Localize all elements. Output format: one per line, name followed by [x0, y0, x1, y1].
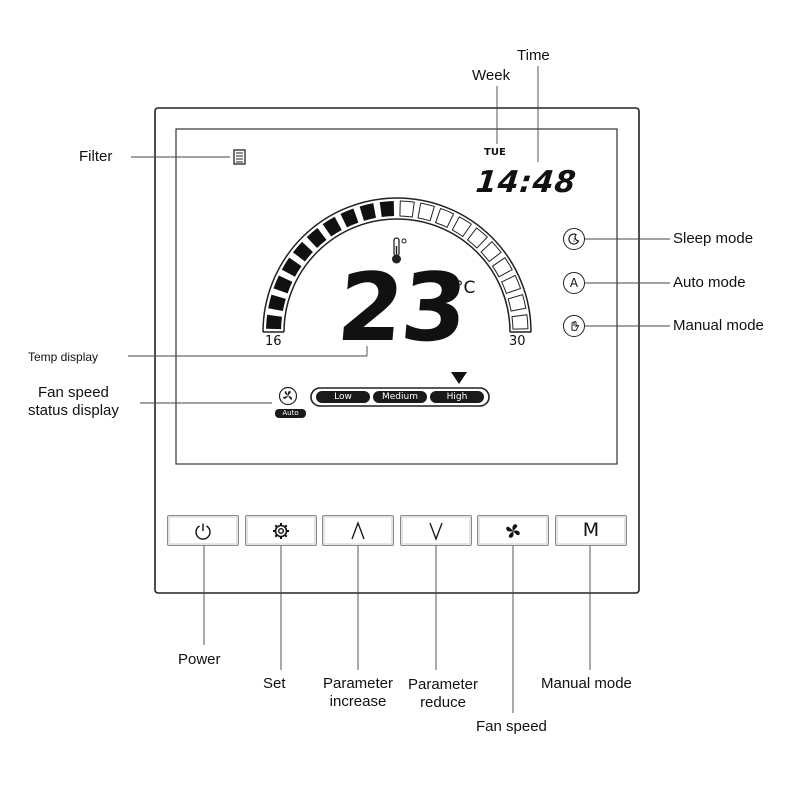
- fan-speed-button[interactable]: [477, 515, 549, 546]
- fan-status-label-line2: status display: [28, 402, 119, 419]
- lcd-screen: [175, 128, 618, 465]
- arc-segment-lit: [322, 216, 342, 237]
- filter-icon: [233, 149, 246, 165]
- arc-segment-unlit: [491, 256, 513, 278]
- arc-segment-unlit: [399, 200, 415, 218]
- arc-segment-unlit: [480, 241, 502, 263]
- arc-segment-unlit: [507, 294, 527, 312]
- temp-display-label: Temp display: [28, 350, 99, 364]
- manual-mode-button[interactable]: M: [555, 515, 627, 546]
- fan-speed-low: Low: [316, 391, 370, 403]
- arc-segment-lit: [273, 275, 293, 294]
- fan-speed-bar: [310, 387, 490, 407]
- fan-icon: [506, 523, 520, 538]
- auto-mode-label: Auto mode: [673, 274, 746, 291]
- parameter-increase-button[interactable]: [322, 515, 394, 546]
- fan-status-label-line1: Fan speed: [38, 384, 109, 401]
- filter-label: Filter: [79, 148, 113, 165]
- fan-auto-badge: Auto: [275, 409, 306, 418]
- arc-segment-unlit: [417, 202, 435, 222]
- arc-segment-unlit: [500, 274, 522, 295]
- arc-segment-lit: [379, 201, 395, 218]
- arc-segment-lit: [292, 241, 313, 262]
- temperature-display: 23: [333, 254, 470, 363]
- auto-mode-icon[interactable]: A: [563, 272, 585, 294]
- sleep-mode-icon[interactable]: z: [563, 228, 585, 250]
- gear-icon: [273, 522, 289, 539]
- manual-mode-label-right: Manual mode: [673, 317, 764, 334]
- arc-segment-unlit: [434, 207, 455, 229]
- svg-text:z: z: [573, 238, 576, 244]
- chevron-down-icon: [429, 522, 443, 541]
- callout-lines: [128, 66, 670, 713]
- temperature-unit: °C: [455, 278, 476, 298]
- arc-segment-unlit: [451, 216, 473, 238]
- arc-segment-lit: [268, 294, 286, 311]
- arc-segment-lit: [266, 314, 283, 330]
- sleep-mode-label: Sleep mode: [673, 230, 754, 247]
- power-label: Power: [178, 651, 221, 668]
- arc-segment-lit: [340, 208, 359, 228]
- time-display: 14:48: [474, 165, 579, 200]
- set-button[interactable]: [245, 515, 317, 546]
- manual-mode-icon[interactable]: [563, 315, 585, 337]
- chevron-up-icon: [351, 520, 365, 539]
- thermometer-icon: [392, 237, 407, 264]
- parameter-reduce-button[interactable]: [400, 515, 472, 546]
- scale-max-label: 30: [509, 334, 526, 349]
- week-label: Week: [472, 67, 511, 84]
- arc-segment-unlit: [466, 227, 488, 249]
- fan-status-icon: [278, 386, 298, 406]
- fan-speed-high: High: [430, 391, 484, 403]
- power-icon: [195, 523, 211, 540]
- time-label: Time: [517, 47, 550, 64]
- auto-mode-symbol: A: [569, 276, 579, 290]
- parameter-increase-label: Parameter increase: [322, 675, 394, 710]
- arc-segment-lit: [306, 227, 327, 248]
- set-label: Set: [263, 675, 286, 692]
- arc-segment-lit: [281, 257, 302, 277]
- temperature-arc: [262, 197, 532, 333]
- manual-mode-label-bottom: Manual mode: [541, 675, 632, 692]
- fan-speed-label: Fan speed: [476, 718, 547, 735]
- parameter-reduce-label: Parameter reduce: [407, 676, 479, 711]
- arc-segment-lit: [359, 203, 376, 221]
- scale-min-label: 16: [265, 334, 282, 349]
- arc-segment-unlit: [511, 314, 529, 330]
- week-display: TUE: [484, 147, 506, 158]
- power-button[interactable]: [167, 515, 239, 546]
- manual-mode-symbol: M: [582, 519, 600, 541]
- fan-speed-pointer-icon: [451, 372, 467, 384]
- fan-speed-medium: Medium: [373, 391, 427, 403]
